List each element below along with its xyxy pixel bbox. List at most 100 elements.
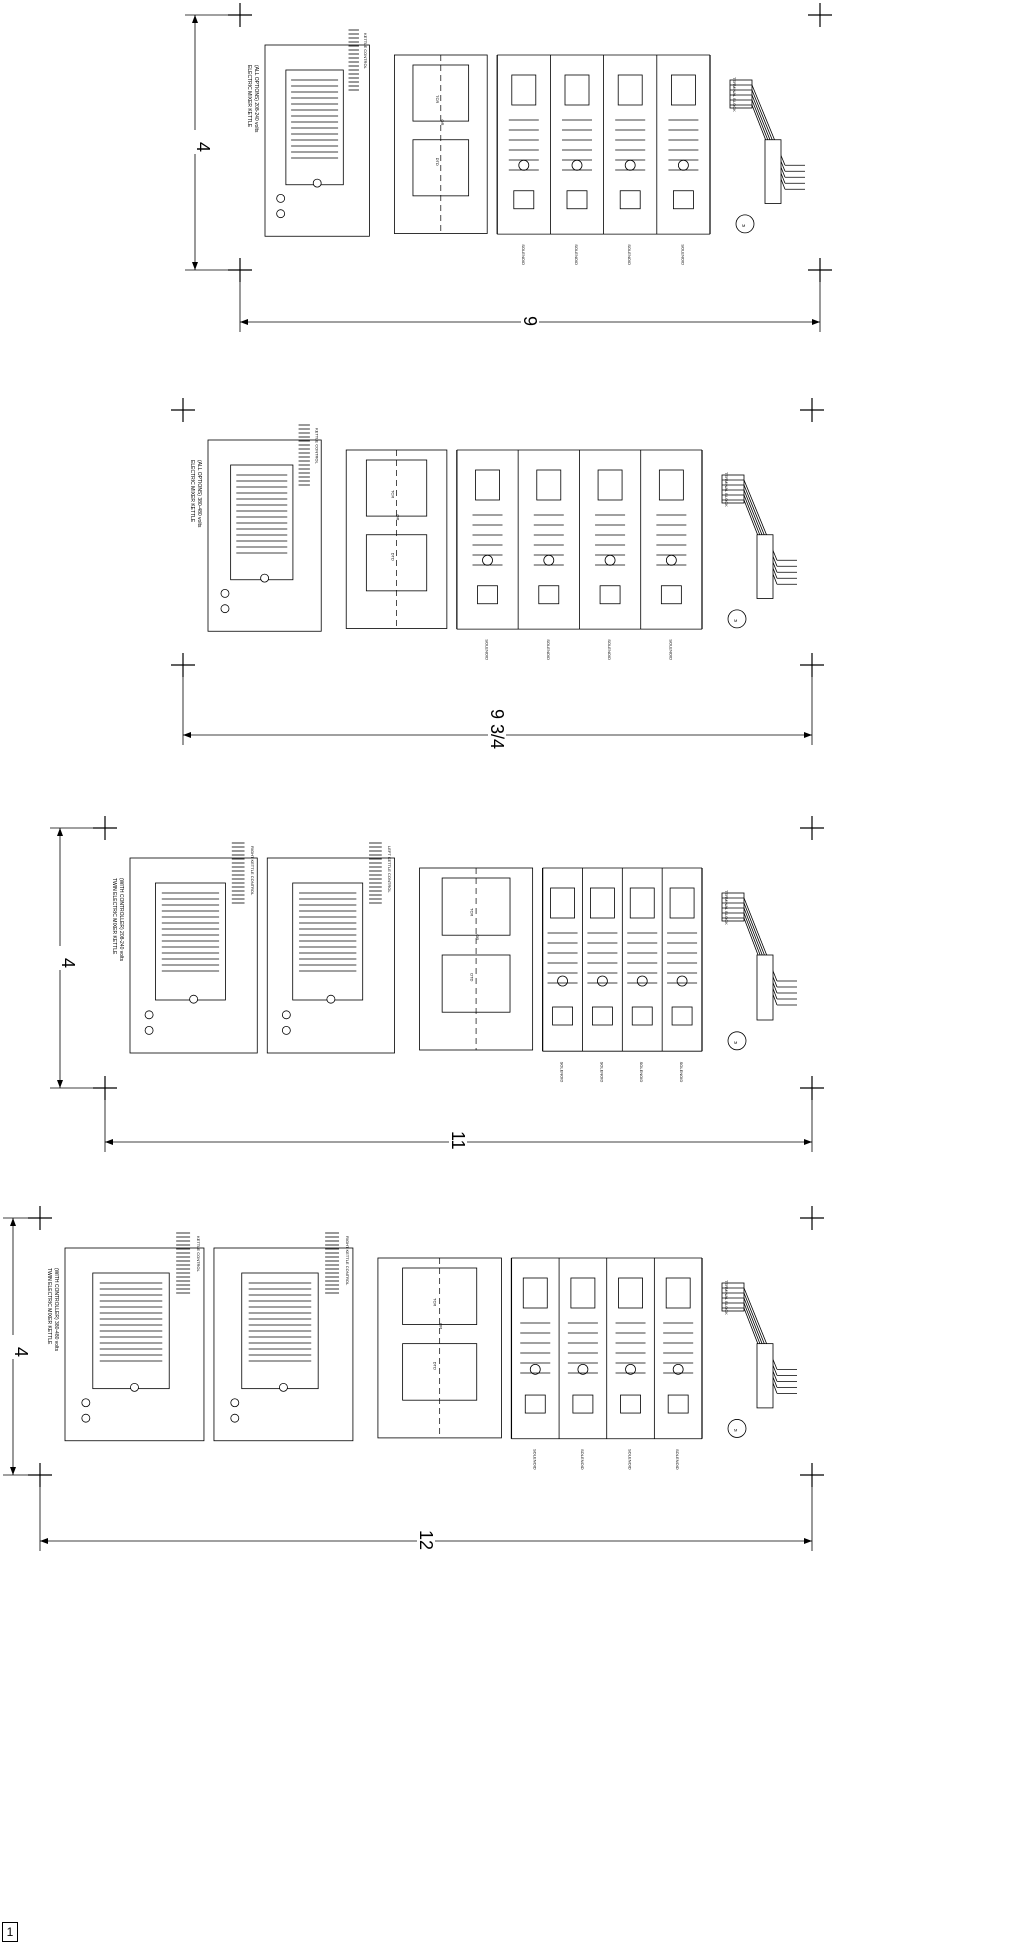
motor-symbol [727,1419,747,1438]
kettle-control-section: KETTLE CONTROL [264,29,370,237]
solenoid-label: SOLENOID [679,1062,684,1083]
solenoid-coil [557,975,568,987]
registration-cross [808,3,832,27]
registration-cross [800,398,824,422]
dtd-label: DTD [435,158,440,166]
terminal-block [721,1282,745,1312]
solenoid-label: SOLENOID [580,1449,585,1470]
kettle-control-section: RIGHT KETTLE CONTROL [129,842,258,1054]
dtd-label: DTD [391,553,396,561]
motor-label: M [742,223,745,228]
or-label: OR [440,119,445,125]
solenoid-coil [518,159,530,171]
relay-contact [599,585,621,605]
motor-label: M [734,1427,737,1432]
relay-contact [592,1006,613,1026]
section-label: RIGHT KETTLE CONTROL [250,846,255,896]
relay-contact [552,1006,573,1026]
registration-cross [800,653,824,677]
relay-contact [619,190,641,210]
bridge-rectifier [665,1277,691,1309]
height-label: 4 [58,958,78,968]
height-dimension: 4 [185,14,240,271]
solenoid-label: SOLENOID [680,244,685,265]
schematic-body: ELECTRIC MIXER KETTLE(ALL OPTIONS) 380-4… [189,424,797,660]
solenoid-label: SOLENOID [675,1449,680,1470]
bridge-rectifier [475,469,500,501]
diagram-title: TWIN ELECTRIC MIXER KETTLE [111,878,117,955]
width-dimension: 11 [104,1100,813,1157]
bridge-rectifier [564,74,590,106]
fuse-block [756,534,774,599]
dtd-label: DTD [433,1362,438,1370]
terminal-label: TERMINAL BLOCK [724,890,729,925]
relay-contact [513,190,535,210]
section-label: LEFT KETTLE CONTROL [387,846,392,893]
bridge-rectifier [618,1277,643,1309]
relay-contact [620,1394,641,1414]
solenoid-label: SOLENOID [607,639,612,660]
solenoid-label: SOLENOID [574,244,579,265]
relay-contact [477,585,498,605]
height-dimension: 4 [50,827,105,1089]
height-label: 4 [193,142,213,152]
indicator-light [230,1413,240,1423]
or-label: OR [475,934,480,940]
motor-symbol [735,214,755,234]
solenoid-coil [543,554,555,566]
section-label: KETTLE CONTROL [196,1236,201,1273]
width-dimension: 9 [239,282,821,332]
relay-contact [667,1394,689,1414]
terminal-label: TERMINAL BLOCK [732,77,737,112]
motor-terminal-section: M TERMINAL BLOCK [721,890,797,1051]
or-label: OR [396,514,401,520]
registration-cross [808,258,832,282]
fuse-block [764,139,782,204]
width-label: 9 3/4 [487,709,507,749]
solenoid-coil [636,975,648,987]
motor-label: M [734,1040,737,1045]
kettle-control-section: KETTLE CONTROL [64,1232,205,1442]
tcr-box [402,1267,478,1325]
relay-contact [671,1006,693,1026]
bridge-rectifier [511,74,537,106]
indicator-light [281,1026,291,1035]
solenoid-label: SOLENOID [628,1449,633,1470]
bridge-rectifier [671,74,696,106]
solenoid-label: SOLENOID [532,1449,537,1470]
schematic-body: ELECTRIC MIXER KETTLE(ALL OPTIONS) 208-2… [246,29,805,265]
height-label: 4 [11,1347,31,1357]
wiring-diagram-single-kettle-9-3-4: 9 3/4 ELECTRIC MIXER KETTLE(ALL OPTIONS) … [171,398,824,765]
solenoid-coil [676,975,688,987]
width-dimension: 9 3/4 [182,677,813,765]
tcr-label: TCR [391,490,396,498]
width-dimension: 12 [39,1487,813,1556]
solenoid-coil [624,159,636,171]
bridge-rectifier [629,887,655,919]
motor-symbol [727,1031,747,1051]
relay-contact [631,1006,653,1026]
indicator-light [276,193,286,203]
fuse-block [756,1343,774,1409]
diagram-title: ELECTRIC MIXER KETTLE [189,460,195,523]
solenoid-label: SOLENOID [485,639,490,660]
solenoid-label: SOLENOID [639,1062,644,1083]
solenoid-coil [672,1363,684,1375]
fuse-block [756,954,774,1021]
or-label: OR [439,1323,444,1329]
relay-contact [660,585,682,605]
terminal-block [721,892,745,922]
section-label: KETTLE CONTROL [315,428,320,465]
indicator-light [81,1413,91,1423]
bridge-rectifier [522,1277,548,1309]
